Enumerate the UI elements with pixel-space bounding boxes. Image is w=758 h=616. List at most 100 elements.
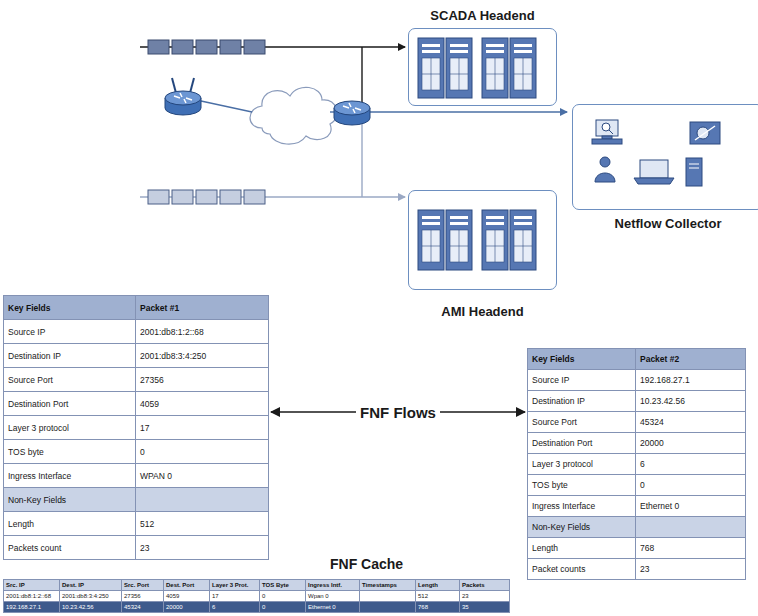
- empty-cell: [136, 488, 269, 512]
- table-row: Source IP2001:db8:1:2::68: [4, 320, 269, 344]
- table-cell: 192.168.27.1: [636, 370, 746, 391]
- headend-title: AMI Headend: [408, 304, 557, 319]
- table-row: Key FieldsPacket #2: [528, 349, 746, 370]
- table-cell: 512: [136, 512, 269, 536]
- table-row: 2001:db8:1:2::682001:db8:3:4:25027356405…: [4, 591, 510, 602]
- table-cell: 23: [460, 591, 510, 602]
- table-row: Packets count23: [4, 536, 269, 560]
- table-row: Destination IP2001:db8:3:4:250: [4, 344, 269, 368]
- table-cell: 2001:db8:3:4:250: [136, 344, 269, 368]
- table-row: Source Port27356: [4, 368, 269, 392]
- table-cell: 10.23.42.56: [636, 391, 746, 412]
- table-grid: Src. IPDest. IPSrc. PortDest. PortLayer …: [3, 579, 510, 613]
- table-cell: Packet counts: [528, 559, 636, 580]
- table-cell: Dest. IP: [60, 580, 122, 591]
- table-row: Src. IPDest. IPSrc. PortDest. PortLayer …: [4, 580, 510, 591]
- table-row: Destination Port4059: [4, 392, 269, 416]
- table-cell: 27356: [136, 368, 269, 392]
- table-cell: Layer 3 Prot.: [210, 580, 260, 591]
- table-cell: 20000: [636, 433, 746, 454]
- table-cell: 45324: [636, 412, 746, 433]
- headend-box: [408, 28, 557, 106]
- cache-holder: Src. IPDest. IPSrc. PortDest. PortLayer …: [3, 579, 510, 613]
- empty-cell: [360, 602, 416, 613]
- edge-label: FNF Flows: [356, 404, 440, 421]
- table-cell: 23: [136, 536, 269, 560]
- table-cell: Length: [416, 580, 460, 591]
- flow-table: FNF CacheSrc. IPDest. IPSrc. PortDest. P…: [3, 556, 510, 590]
- table-cell: 20000: [164, 602, 210, 613]
- table-cell: Packets: [460, 580, 510, 591]
- cache-title: FNF Cache: [330, 556, 403, 572]
- table-cell: Key Fields: [4, 296, 136, 320]
- headend-box: [572, 104, 758, 210]
- table-cell: Src. Port: [122, 580, 164, 591]
- table-cell: Ingress Interface: [528, 496, 636, 517]
- table-cell: 6: [636, 454, 746, 475]
- table-cell: 0: [136, 440, 269, 464]
- table-cell: 768: [416, 602, 460, 613]
- headend-box: [408, 190, 557, 290]
- table-cell: 10.23.42.56: [60, 602, 122, 613]
- table-cell: Source Port: [4, 368, 136, 392]
- table-row: Destination IP10.23.42.56: [528, 391, 746, 412]
- table-cell: Length: [528, 538, 636, 559]
- table-row: Ingress InterfaceWPAN 0: [4, 464, 269, 488]
- headend-group: Netflow Collector: [572, 104, 758, 234]
- table-cell: 192.168.27.1: [4, 602, 60, 613]
- table-cell: Destination IP: [4, 344, 136, 368]
- table-cell: TOS byte: [528, 475, 636, 496]
- headend-group: AMI Headend: [408, 190, 557, 322]
- table-row: Non-Key Fields: [4, 488, 269, 512]
- table-cell: 0: [260, 591, 306, 602]
- table-cell: 0: [260, 602, 306, 613]
- table-cell: 35: [460, 602, 510, 613]
- table-cell: 2001:db8:3:4:250: [60, 591, 122, 602]
- table-cell: 45324: [122, 602, 164, 613]
- table-cell: TOS byte: [4, 440, 136, 464]
- table-cell: Source IP: [4, 320, 136, 344]
- table-row: Destination Port20000: [528, 433, 746, 454]
- table-cell: Dest. Port: [164, 580, 210, 591]
- table-row: Length512: [4, 512, 269, 536]
- table-cell: 768: [636, 538, 746, 559]
- table-cell: 2001:db8:1:2::68: [136, 320, 269, 344]
- table-row: Key FieldsPacket #1: [4, 296, 269, 320]
- table-cell: TOS Byte: [260, 580, 306, 591]
- table-cell: 512: [416, 591, 460, 602]
- table-cell: Source IP: [528, 370, 636, 391]
- table-row: Layer 3 protocol17: [4, 416, 269, 440]
- flow-table: Key FieldsPacket #2Source IP192.168.27.1…: [527, 348, 746, 580]
- table-cell: Ingress Interface: [4, 464, 136, 488]
- table-cell: 4059: [136, 392, 269, 416]
- empty-cell: [636, 517, 746, 538]
- table-cell: Key Fields: [528, 349, 636, 370]
- table-cell: Layer 3 protocol: [528, 454, 636, 475]
- table-cell: Wpan 0: [306, 591, 360, 602]
- table-row: Length768: [528, 538, 746, 559]
- table-cell: Ingress Intf.: [306, 580, 360, 591]
- headend-title: Netflow Collector: [572, 216, 758, 231]
- table-row: Source IP192.168.27.1: [528, 370, 746, 391]
- table-cell: Ethernet 0: [636, 496, 746, 517]
- table-cell: Destination IP: [528, 391, 636, 412]
- empty-cell: [360, 591, 416, 602]
- table-cell: 17: [210, 591, 260, 602]
- table-cell: Non-Key Fields: [4, 488, 136, 512]
- table-cell: 2001:db8:1:2::68: [4, 591, 60, 602]
- table-cell: Src. IP: [4, 580, 60, 591]
- table-cell: 23: [636, 559, 746, 580]
- table-cell: Layer 3 protocol: [4, 416, 136, 440]
- table-cell: 17: [136, 416, 269, 440]
- headend-title: SCADA Headend: [408, 8, 557, 23]
- table-row: TOS byte0: [528, 475, 746, 496]
- table-row: TOS byte0: [4, 440, 269, 464]
- table-row: Non-Key Fields: [528, 517, 746, 538]
- table-cell: Ethernet 0: [306, 602, 360, 613]
- table-cell: Timestamps: [360, 580, 416, 591]
- table-cell: Packet #2: [636, 349, 746, 370]
- table-cell: WPAN 0: [136, 464, 269, 488]
- table-cell: Length: [4, 512, 136, 536]
- table-cell: 4059: [164, 591, 210, 602]
- table-cell: 6: [210, 602, 260, 613]
